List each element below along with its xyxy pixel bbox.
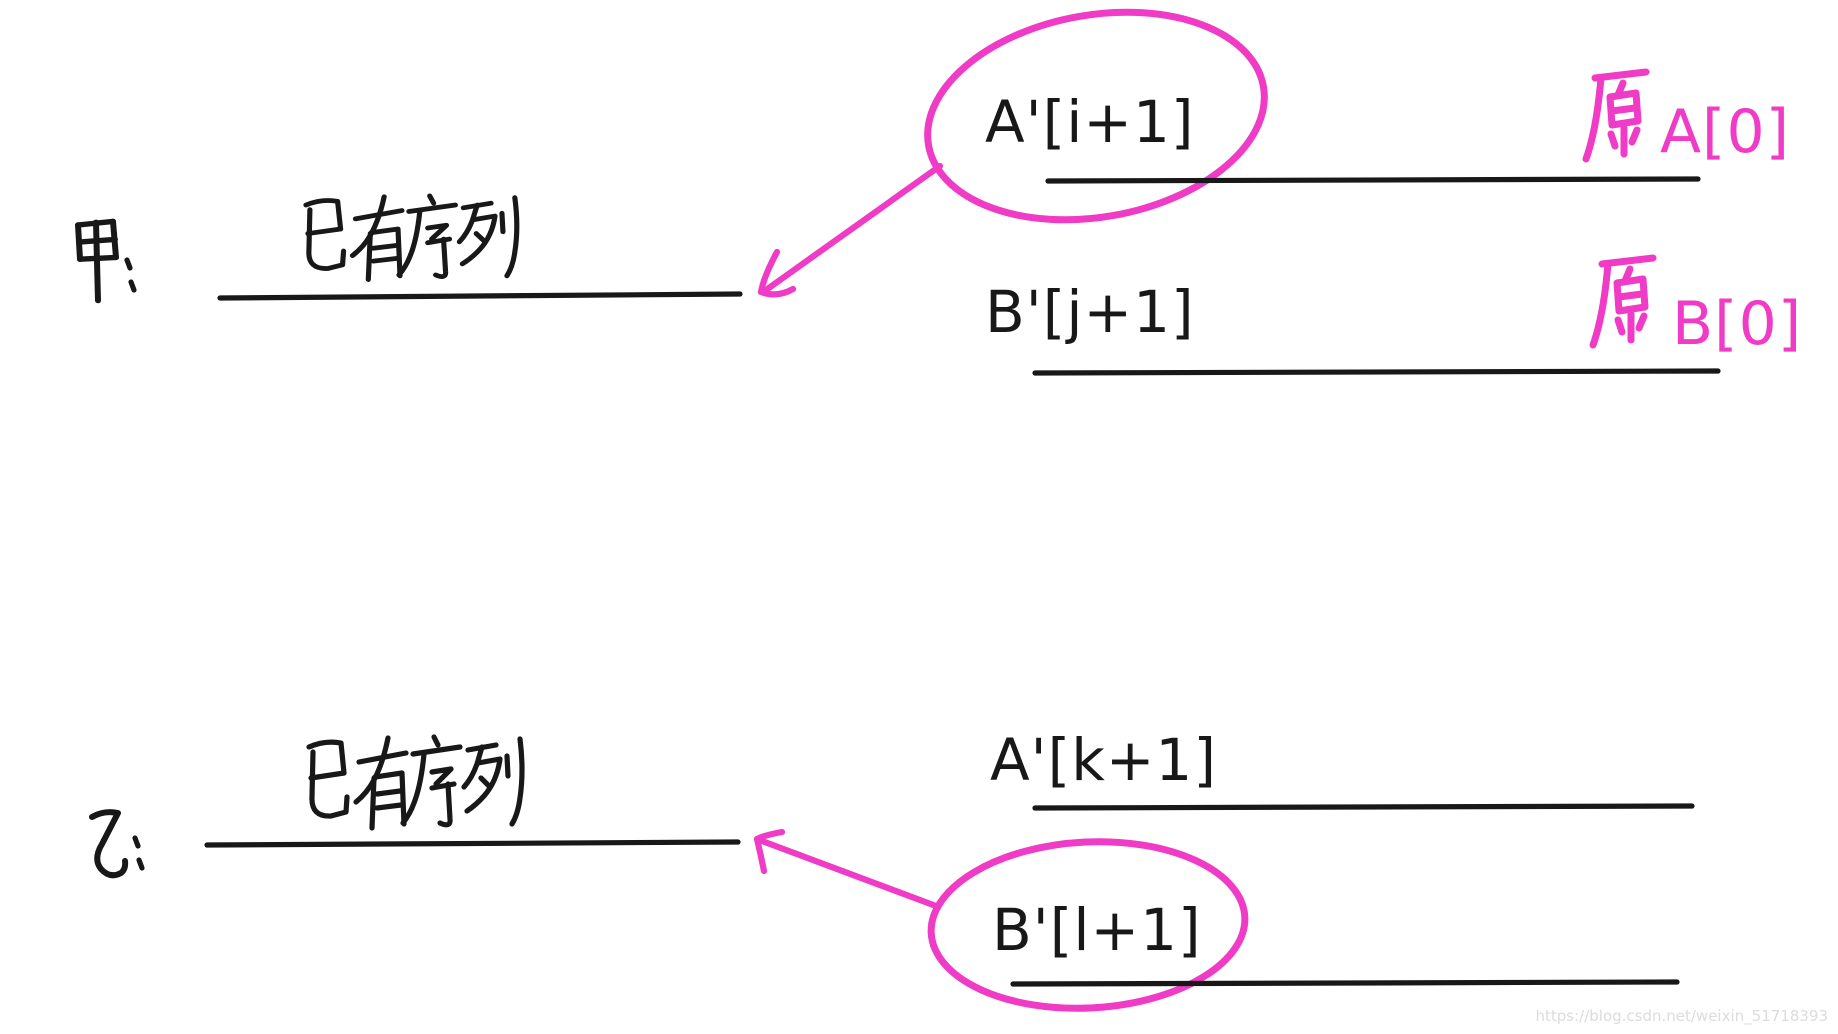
jia-b-line [1032,368,1721,376]
jia-b-origin-prefix-text: 原 [1592,262,1672,355]
jia-a-origin-value-text: A[0] [1660,97,1790,167]
jia-sequence-line [217,291,743,301]
jia-a-expression-text: A'[i+1] [985,88,1195,156]
arrow-to-yi-sequence [753,828,940,910]
yi-sequence-label-text: 已有序列 [303,741,623,834]
jia-a-line [1045,176,1701,184]
arrow-to-jia-sequence [757,162,944,298]
highlight-ellipse-a-prime-jia [924,8,1268,224]
yi-b-line [1010,979,1680,987]
jia-b-origin-value-text: B[0] [1672,289,1802,359]
yi-label-text: 乙: [84,801,191,894]
arrow-shaft [762,162,944,294]
jia-sequence-label-text: 已有序列 [300,196,620,289]
yi-a-line [1032,803,1695,811]
highlight-ellipse-b-prime-yi [927,838,1249,1012]
arrow-head [753,828,786,875]
yi-sequence-line [204,839,741,848]
section-yi: 乙: 已有序列 A'[k+1] B'[l+1] [84,726,1695,1012]
jia-label-glyph [75,218,119,304]
yi-b-expression-text: B'[l+1] [992,896,1202,964]
jia-a-origin-prefix-text: 原 [1585,76,1665,169]
section-jia: 甲: 已有序列 A'[i+1] 原 A[0] B'[j+1] 原 B[0] [70,8,1802,376]
jia-b-expression-text: B'[j+1] [985,278,1195,346]
arrow-head [757,248,797,298]
yi-a-expression-text: A'[k+1] [990,726,1217,794]
yi-label-glyph [89,809,129,879]
jia-label-text: 甲: [70,216,177,309]
arrow-shaft [758,837,940,910]
csdn-watermark-text: https://blog.csdn.net/weixin_51718393 [1535,1007,1828,1026]
